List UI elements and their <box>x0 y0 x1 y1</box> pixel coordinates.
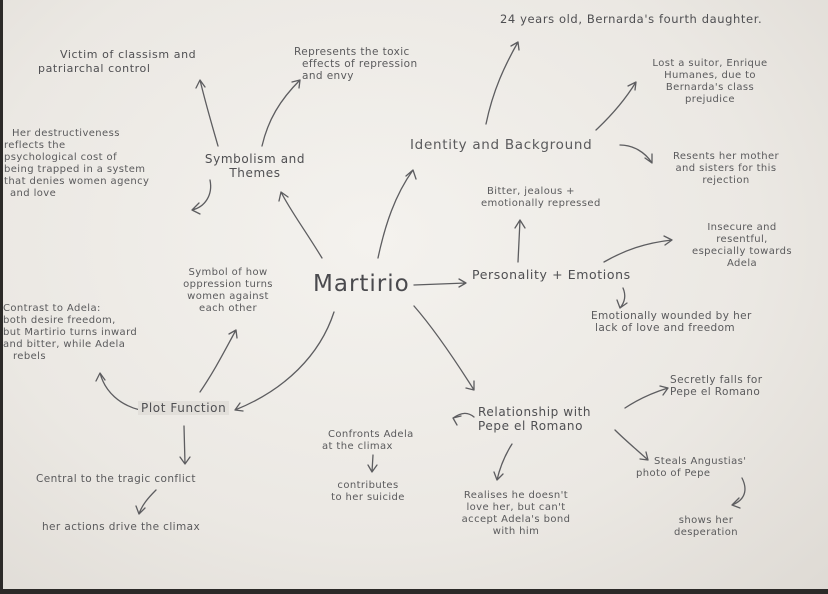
note-central-tragic-conflict: Central to the tragic conflict <box>36 473 196 485</box>
note-destructiveness: Her destructiveness reflects the psychol… <box>4 128 150 199</box>
node-symbolism-and-themes: Symbolism and Themes <box>204 152 306 180</box>
arrow-relationship-to-secretly <box>624 385 669 409</box>
arrow-center-to-symbolism <box>278 191 323 259</box>
arrow-center-to-plot <box>234 311 335 412</box>
arrow-symbolism-to-destructive <box>191 179 212 215</box>
arrow-plot-to-central <box>179 425 191 465</box>
node-identity-and-background: Identity and Background <box>410 137 593 153</box>
arrow-personality-to-insecure <box>603 235 673 263</box>
note-insecure-resentful: Insecure and resentful, especially towar… <box>692 222 792 269</box>
arrow-plot-to-contrast <box>95 372 141 411</box>
arrow-symbolism-to-victim <box>195 79 219 147</box>
note-confronts-adela: Confronts Adela at the climax <box>322 429 414 452</box>
note-symbol-of-oppression: Symbol of how oppression turns women aga… <box>183 267 273 314</box>
note-resents-family: Resents her mother and sisters for this … <box>672 151 780 186</box>
arrow-central-to-actions <box>135 489 157 515</box>
arrow-steals-to-desperation <box>731 477 746 509</box>
note-steals-photo: Steals Angustias' photo of Pepe <box>636 456 747 479</box>
note-secretly-falls: Secretly falls for Pepe el Romano <box>670 374 763 398</box>
note-emotionally-wounded: Emotionally wounded by her lack of love … <box>591 310 752 334</box>
note-shows-desperation: shows her desperation <box>673 515 738 538</box>
node-plot-function: Plot Function <box>138 401 230 415</box>
node-relationship-with-pepe: Relationship with Pepe el Romano <box>478 405 592 433</box>
note-contrast-to-adela: Contrast to Adela: both desire freedom, … <box>3 303 138 362</box>
arrow-center-to-personality <box>413 278 467 288</box>
arrow-relationship-to-realises <box>493 443 513 481</box>
note-victim-of-classism: Victim of classism and patriarchal contr… <box>38 48 197 75</box>
note-bitter-jealous: Bitter, jealous + emotionally repressed <box>481 186 601 209</box>
note-toxic-effects: Represents the toxic effects of repressi… <box>294 46 418 82</box>
note-realises-no-love: Realises he doesn't love her, but can't … <box>461 490 571 537</box>
arrow-identity-to-age <box>485 41 520 125</box>
note-actions-drive-climax: her actions drive the climax <box>42 521 201 533</box>
arrow-symbolism-to-toxic <box>261 79 301 147</box>
note-contributes-suicide: contributes to her suicide <box>331 480 405 503</box>
arrow-identity-to-resents <box>619 144 653 164</box>
note-age-daughter: 24 years old, Bernarda's fourth daughter… <box>500 12 763 26</box>
arrow-center-to-relationship <box>413 305 475 391</box>
note-lost-suitor: Lost a suitor, Enrique Humanes, due to B… <box>652 58 768 105</box>
node-personality-emotions: Personality + Emotions <box>472 267 631 282</box>
arrow-personality-to-bitter <box>514 219 526 263</box>
photo-edge-bottom <box>0 589 828 594</box>
center-node-martirio: Martirio <box>313 271 410 297</box>
arrow-personality-to-wounded <box>616 287 628 309</box>
arrow-identity-to-suitor <box>595 81 637 131</box>
arrow-center-to-identity <box>377 169 417 259</box>
arrow-plot-to-symbol <box>199 329 238 393</box>
photo-edge-left <box>0 0 3 594</box>
arrow-relationship-to-steals <box>614 429 649 461</box>
arrow-relationship-to-confronts <box>452 412 475 426</box>
arrow-confronts-to-contributes <box>367 454 378 473</box>
